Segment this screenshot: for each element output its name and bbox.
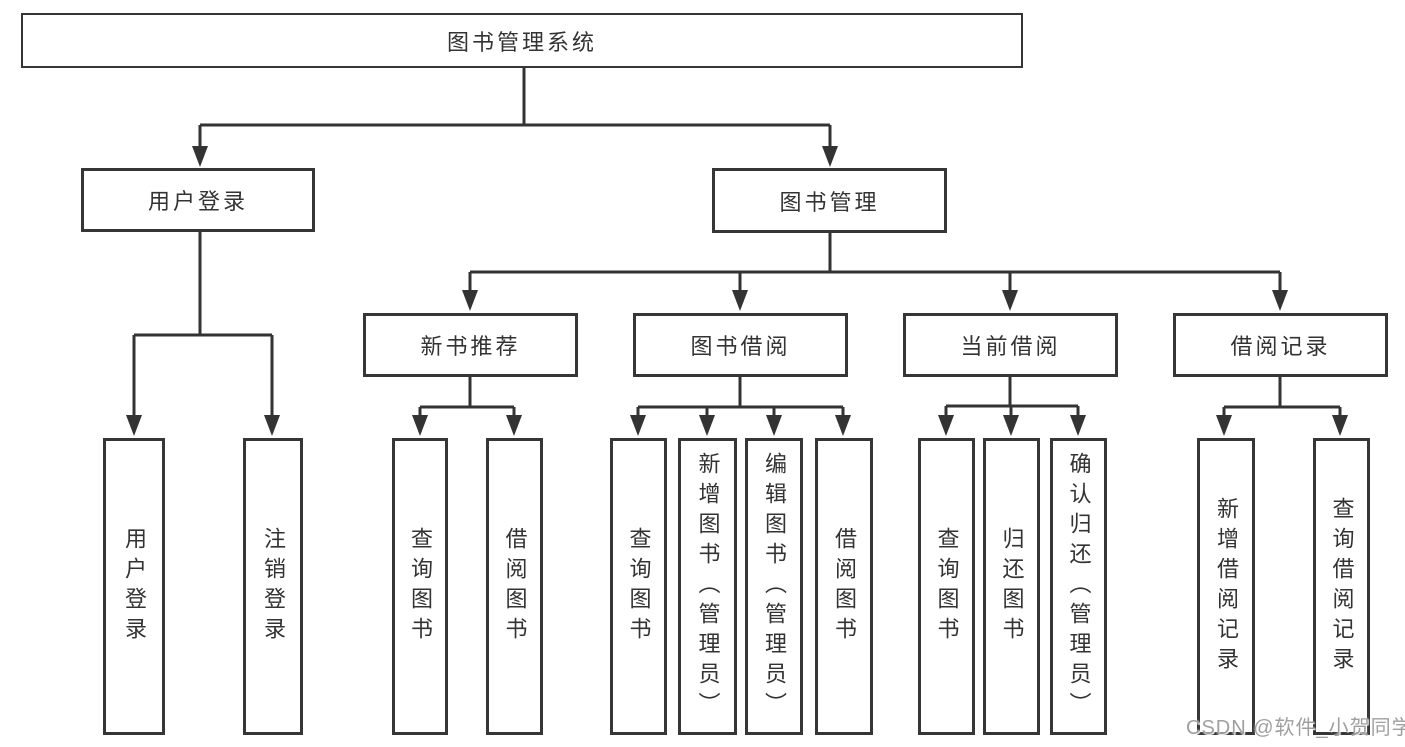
connector-borrow-records [1222,377,1342,418]
arrowhead [126,415,142,436]
node-book-management: 图书管理 [712,168,947,233]
node-current-borrow: 当前借阅 [903,313,1118,377]
leaf-borrow-books: 借阅图书 [815,438,873,735]
arrowhead [766,415,782,436]
arrowhead [835,415,851,436]
arrowhead [1272,290,1288,311]
node-book-borrow: 图书借阅 [633,313,848,377]
arrowhead [732,290,748,311]
node-library-management-system: 图书管理系统 [21,13,1023,68]
leaf-borrow-query-books: 查询图书 [610,438,667,735]
leaf-recommend-query-books: 查询图书 [392,438,448,735]
leaf-current-query-books: 查询图书 [918,438,975,735]
leaf-user-login: 用户登录 [103,438,165,735]
connector-current-borrow [944,377,1080,418]
arrowheads [126,146,1348,436]
arrowhead [264,415,280,436]
arrowhead [506,415,522,436]
arrowhead [1070,415,1086,436]
connector-new-book-recommend [418,377,516,418]
arrowhead [192,146,208,167]
connector-book-management [468,233,1282,293]
leaf-confirm-return-admin: 确认归还（管理员） [1050,438,1107,735]
arrowhead [822,146,838,167]
arrowhead [1332,415,1348,436]
node-new-book-recommend: 新书推荐 [363,313,578,377]
leaf-return-books: 归还图书 [983,438,1040,735]
leaf-query-borrow-record: 查询借阅记录 [1313,438,1370,735]
arrowhead [462,290,478,311]
leaf-add-borrow-record: 新增借阅记录 [1197,438,1255,735]
arrowhead [412,415,428,436]
arrowhead [1003,415,1019,436]
node-borrow-records: 借阅记录 [1173,313,1388,377]
leaf-edit-books-admin: 编辑图书（管理员） [745,438,803,735]
csdn-watermark: CSDN @软件_小贺同学 [1186,717,1405,739]
arrowhead [699,415,715,436]
leaf-add-books-admin: 新增图书（管理员） [678,438,737,735]
connector-user-login [132,232,274,418]
arrowhead [1002,290,1018,311]
leaf-recommend-borrow-books: 借阅图书 [486,438,543,735]
connector-root [198,68,832,150]
arrowhead [938,415,954,436]
node-user-login: 用户登录 [81,168,315,232]
connector-book-borrow [636,377,845,418]
leaf-logout: 注销登录 [243,438,303,735]
arrowhead [1216,415,1232,436]
arrowhead [630,415,646,436]
